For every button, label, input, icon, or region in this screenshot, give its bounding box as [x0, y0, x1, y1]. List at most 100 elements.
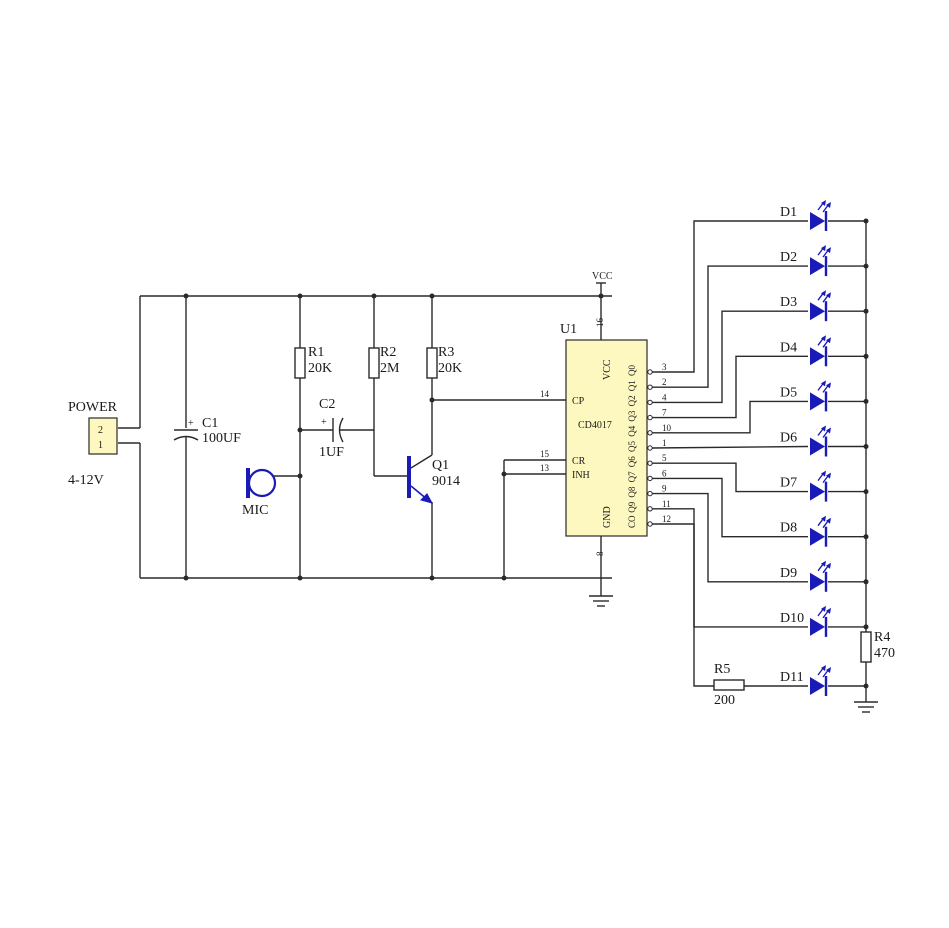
- led-arrowhead: [826, 562, 831, 569]
- led-arrowhead: [821, 335, 826, 342]
- bus-junction: [863, 579, 869, 585]
- led-arrowhead: [826, 472, 831, 479]
- led-arrowhead: [826, 667, 831, 673]
- r3-value: 20K: [438, 361, 462, 376]
- led-d8: D8: [780, 515, 831, 547]
- ic-pin-dot: [647, 430, 653, 436]
- microphone: MIC: [242, 468, 300, 518]
- output-wire-d11: [652, 523, 808, 687]
- cr-pin-number: 15: [540, 449, 550, 459]
- power-label: POWER: [68, 400, 118, 415]
- ic-output-q3: Q3: [627, 410, 637, 421]
- power-connector: 2 1 POWER 4-12V: [68, 400, 118, 488]
- ic-output-q8: Q8: [627, 486, 637, 497]
- output-wire-d1: [652, 220, 808, 373]
- led-body: [810, 437, 825, 456]
- led-label-d2: D2: [780, 250, 797, 265]
- output-wire-d9: [652, 492, 808, 583]
- led-d7: D7: [780, 470, 831, 502]
- led-body: [810, 617, 825, 636]
- bus-junction: [863, 353, 869, 359]
- led-arrowhead: [826, 382, 831, 389]
- c2-value: 1UF: [319, 445, 344, 460]
- ic-output-q1: Q1: [627, 380, 637, 391]
- led-label-d4: D4: [780, 340, 797, 355]
- vcc-pin-number: 16: [595, 318, 605, 328]
- ic-ref: U1: [560, 322, 577, 337]
- led-arrowhead: [826, 292, 831, 299]
- led-body: [810, 392, 825, 411]
- ic-name: CD4017: [578, 420, 612, 431]
- ic-pin-gnd: GND: [602, 506, 613, 528]
- led-label-d10: D10: [780, 611, 804, 626]
- transistor-q1: Q1 9014: [407, 454, 460, 578]
- ic-output-q0: Q0: [627, 365, 637, 376]
- capacitor-c1: + C1 100UF: [173, 296, 241, 578]
- led-arrowhead: [826, 517, 831, 524]
- led-arrowhead: [826, 337, 831, 344]
- ic-pin-dot: [647, 521, 653, 527]
- bus-junction: [863, 444, 869, 449]
- ic-output-pin-7: 7: [662, 408, 667, 418]
- led-arrowhead: [826, 427, 831, 434]
- ic-output-pin-3: 3: [662, 362, 667, 372]
- vcc-label: VCC: [592, 271, 613, 282]
- ic-output-q9: Q9: [627, 501, 637, 512]
- led-body: [810, 482, 825, 501]
- led-body: [810, 677, 825, 695]
- ic-pin-dot: [647, 369, 653, 375]
- ic-pin-dot: [647, 445, 653, 451]
- power-voltage-label: 4-12V: [68, 473, 104, 488]
- power-pin-2-label: 2: [98, 425, 103, 436]
- led-d9: D9: [780, 560, 831, 592]
- r3-ref: R3: [438, 345, 454, 360]
- ic-pin-vcc: VCC: [602, 359, 613, 380]
- ic-output-pin-10: 10: [662, 423, 672, 433]
- output-wire-d4: [652, 355, 808, 419]
- ic-output-pin-11: 11: [662, 499, 671, 509]
- ic-output-co: CO: [627, 515, 637, 528]
- c1-polarity: +: [188, 418, 194, 429]
- ic-output-q6: Q6: [627, 456, 637, 467]
- c1-value: 100UF: [202, 431, 241, 446]
- ic-pin-dot: [647, 506, 653, 512]
- led-label-d8: D8: [780, 521, 797, 536]
- led-d3: D3: [780, 290, 831, 322]
- capacitor-c2: + C2 1UF: [300, 397, 374, 460]
- gnd-pin-number: 8: [595, 551, 605, 556]
- q1-ref: Q1: [432, 458, 449, 473]
- ic-pin-cr: CR: [572, 456, 586, 467]
- ic-output-pin-5: 5: [662, 453, 667, 463]
- output-wire-d3: [652, 310, 808, 404]
- ic-output-pin-4: 4: [662, 392, 667, 402]
- r4-ref: R4: [874, 630, 890, 645]
- led-arrowhead: [826, 202, 831, 208]
- q1-value: 9014: [432, 474, 460, 489]
- output-wire-d5: [652, 400, 808, 434]
- led-label-d5: D5: [780, 385, 797, 400]
- ic-output-pin-12: 12: [662, 514, 671, 524]
- led-body: [810, 572, 825, 591]
- c2-ref: C2: [319, 397, 335, 412]
- led-label-d11: D11: [780, 670, 804, 685]
- bus-junction: [863, 683, 869, 689]
- ic-output-q2: Q2: [627, 395, 637, 406]
- ic-output-pin-2: 2: [662, 377, 667, 387]
- led-arrowhead: [821, 290, 826, 297]
- led-arrowhead: [821, 605, 826, 612]
- output-wire-d2: [652, 265, 808, 388]
- ic-output-pin-1: 1: [662, 438, 667, 448]
- led-d4: D4: [780, 335, 831, 367]
- r2-ref: R2: [380, 345, 396, 360]
- led-arrowhead: [821, 200, 826, 206]
- power-pin-1-label: 1: [98, 440, 103, 451]
- ic-pin-dot: [647, 399, 653, 406]
- output-wire-d6: [651, 445, 809, 449]
- led-return-bus: R4 470: [854, 221, 895, 713]
- bus-junction: [863, 398, 869, 404]
- ic-pin-dot: [647, 414, 653, 421]
- r1-ref: R1: [308, 345, 324, 360]
